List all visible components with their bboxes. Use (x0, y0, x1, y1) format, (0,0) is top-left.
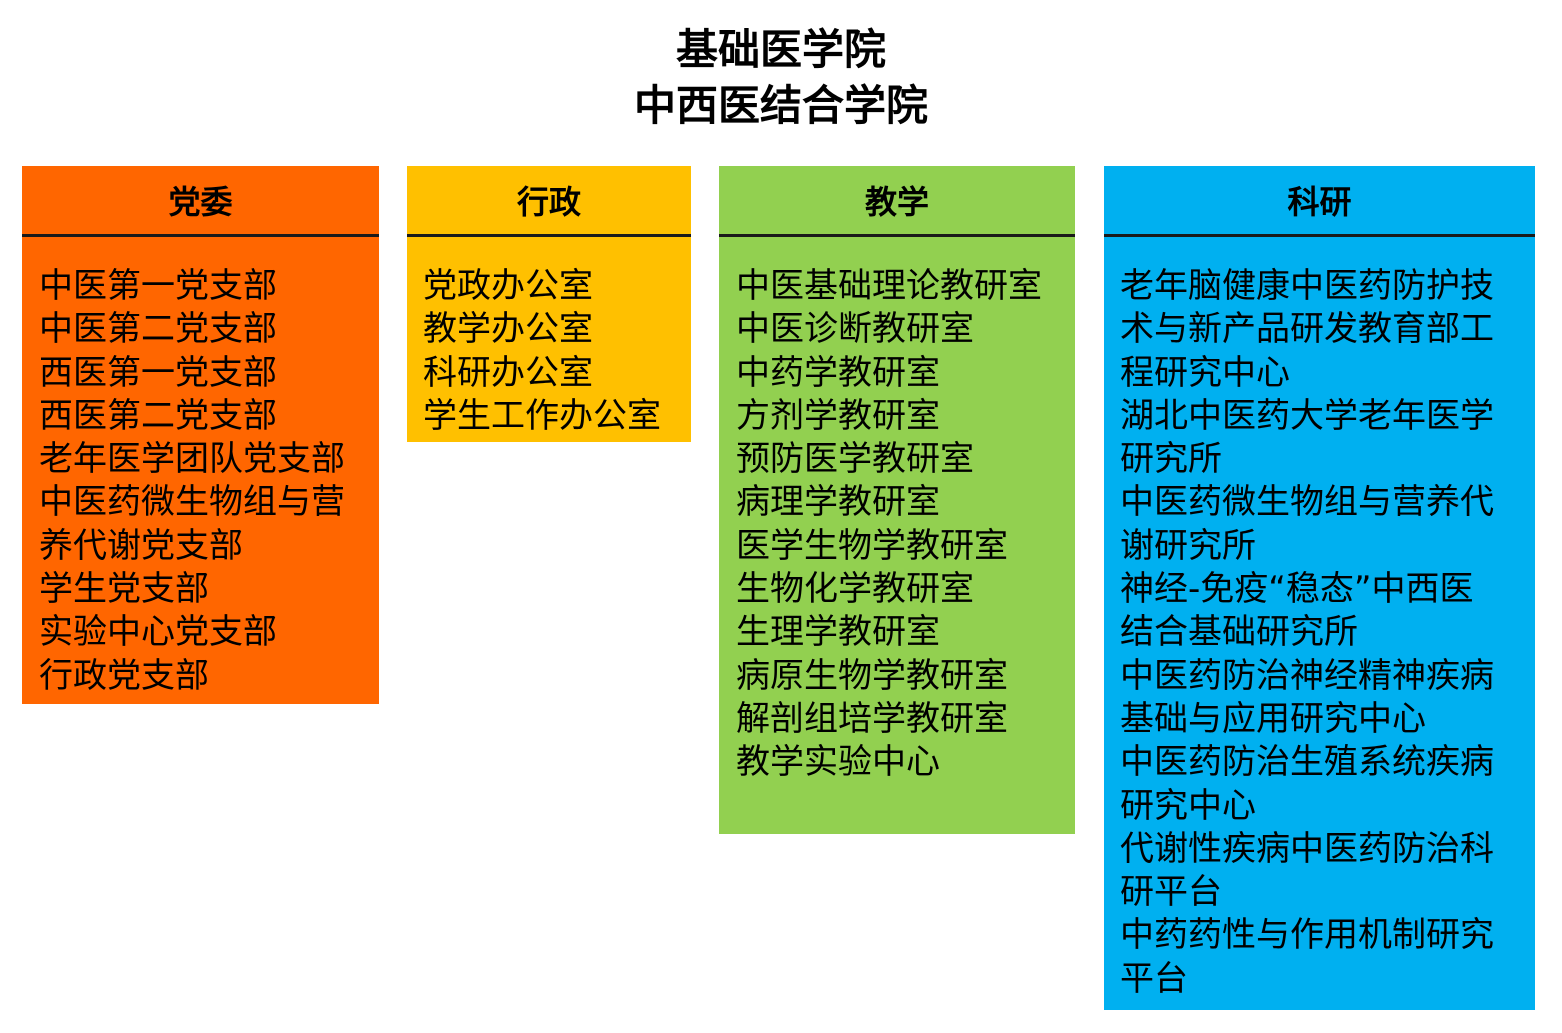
research-header: 科研 (1104, 166, 1535, 237)
list-item: 生理学教研室 (736, 612, 940, 653)
list-item: 病理学教研室 (736, 482, 940, 523)
list-item: 中医药微生物组与营 (39, 482, 345, 523)
teaching-box: 教学 中医基础理论教研室中医诊断教研室中药学教研室方剂学教研室预防医学教研室病理… (719, 166, 1075, 834)
list-item: 解剖组培学教研室 (736, 698, 1008, 739)
list-item: 代谢性疾病中医药防治科 (1120, 828, 1494, 869)
administration-list: 党政办公室教学办公室科研办公室学生工作办公室 (407, 237, 691, 438)
list-item: 生物化学教研室 (736, 569, 974, 610)
page-title-line-1: 基础医学院 (675, 25, 886, 74)
list-item: 行政党支部 (39, 655, 209, 696)
list-item: 谢研究所 (1120, 525, 1256, 566)
list-item: 病原生物学教研室 (736, 655, 1008, 696)
list-item: 中医药防治神经精神疾病 (1120, 655, 1494, 696)
administration-header: 行政 (407, 166, 691, 237)
list-item: 养代谢党支部 (39, 525, 243, 566)
list-item: 老年医学团队党支部 (39, 439, 345, 480)
list-item: 研究所 (1120, 439, 1222, 480)
list-item: 研究中心 (1120, 785, 1256, 826)
party-committee-list: 中医第一党支部中医第二党支部西医第一党支部西医第二党支部老年医学团队党支部中医药… (22, 237, 379, 698)
list-item: 中药药性与作用机制研究 (1120, 915, 1494, 956)
list-item: 实验中心党支部 (39, 612, 277, 653)
list-item: 中医药防治生殖系统疾病 (1120, 742, 1494, 783)
list-item: 学生党支部 (39, 569, 209, 610)
list-item: 基础与应用研究中心 (1120, 698, 1426, 739)
party-committee-header: 党委 (22, 166, 379, 237)
list-item: 西医第一党支部 (39, 352, 277, 393)
list-item: 预防医学教研室 (736, 439, 974, 480)
list-item: 中医基础理论教研室 (736, 266, 1042, 306)
list-item: 科研办公室 (423, 352, 593, 393)
list-item: 研平台 (1120, 872, 1222, 913)
research-list: 老年脑健康中医药防护技术与新产品研发教育部工程研究中心湖北中医药大学老年医学研究… (1104, 237, 1535, 1001)
list-item: 中医药微生物组与营养代 (1120, 482, 1494, 523)
list-item: 医学生物学教研室 (736, 525, 1008, 566)
teaching-header: 教学 (719, 166, 1075, 237)
list-item: 术与新产品研发教育部工 (1120, 309, 1494, 350)
list-item: 老年脑健康中医药防护技 (1120, 266, 1494, 306)
list-item: 中医第一党支部 (39, 266, 277, 306)
list-item: 中药学教研室 (736, 352, 940, 393)
research-box: 科研 老年脑健康中医药防护技术与新产品研发教育部工程研究中心湖北中医药大学老年医… (1104, 166, 1535, 1010)
list-item: 方剂学教研室 (736, 395, 940, 436)
administration-box: 行政 党政办公室教学办公室科研办公室学生工作办公室 (407, 166, 691, 442)
list-item: 中医诊断教研室 (736, 309, 974, 350)
list-item: 西医第二党支部 (39, 395, 277, 436)
list-item: 党政办公室 (423, 266, 593, 306)
party-committee-box: 党委 中医第一党支部中医第二党支部西医第一党支部西医第二党支部老年医学团队党支部… (22, 166, 379, 704)
list-item: 结合基础研究所 (1120, 612, 1358, 653)
list-item: 中医第二党支部 (39, 309, 277, 350)
list-item: 教学办公室 (423, 309, 593, 350)
list-item: 程研究中心 (1120, 352, 1290, 393)
list-item: 神经-免疫“稳态”中西医 (1120, 569, 1474, 610)
teaching-list: 中医基础理论教研室中医诊断教研室中药学教研室方剂学教研室预防医学教研室病理学教研… (719, 237, 1075, 785)
list-item: 平台 (1120, 958, 1188, 999)
list-item: 学生工作办公室 (423, 395, 661, 436)
page-title-line-2: 中西医结合学院 (633, 81, 928, 130)
list-item: 湖北中医药大学老年医学 (1120, 395, 1494, 436)
list-item: 教学实验中心 (736, 742, 940, 783)
